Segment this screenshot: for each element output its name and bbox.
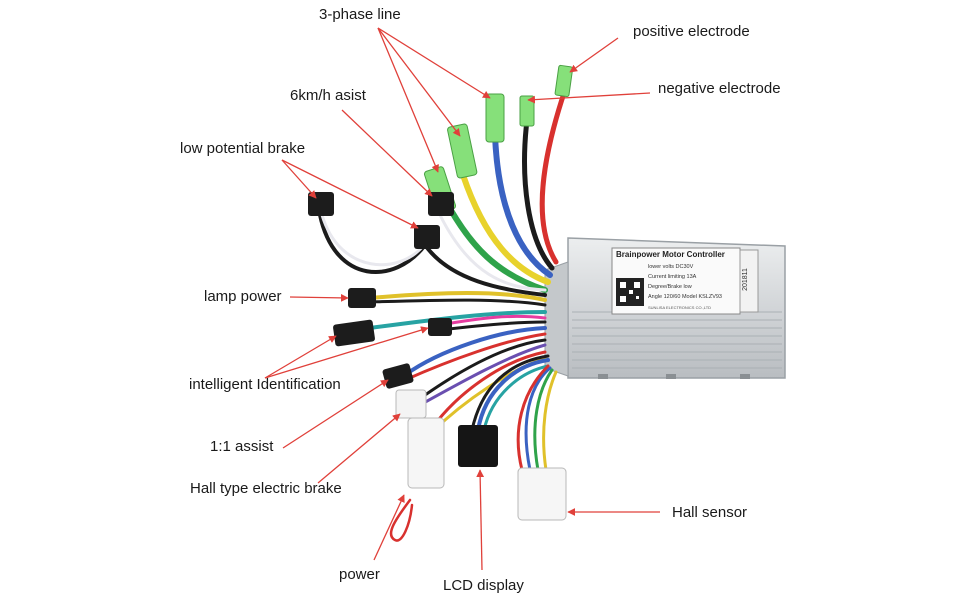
label-hall-sensor: Hall sensor (672, 504, 748, 521)
label-1to1-assist: 1:1 assist (210, 438, 274, 455)
label-hall-type-electric-brake: Hall type electric brake (190, 480, 342, 497)
label-3-phase-line: 3-phase line (319, 6, 401, 23)
label-positive-electrode: positive electrode (633, 23, 750, 40)
label-lcd-display: LCD display (443, 577, 524, 594)
motor-controller (544, 237, 786, 379)
controller-spec-current: Current limiting 13A (648, 274, 697, 280)
controller-spec-volts: lower volts DC30V (648, 264, 694, 270)
wire-bundle (318, 87, 568, 542)
connectors (308, 64, 574, 521)
label-lamp-power: lamp power (204, 288, 282, 305)
controller-serial: 201811 (741, 268, 749, 291)
label-6kmh-assist: 6km/h asist (290, 87, 366, 104)
label-negative-electrode: negative electrode (658, 80, 781, 97)
controller-spec-model: Angle 120/60 Model KSLZV93 (648, 294, 722, 300)
controller-spec-brake: Degree/Brake low (648, 284, 692, 290)
pointer-arrows (264, 27, 660, 571)
label-low-potential-brake: low potential brake (180, 140, 306, 157)
controller-manufacturer: SUNLISA ELECTRONICS CO.,LTD (648, 305, 712, 310)
controller-title: Brainpower Motor Controller (616, 250, 725, 259)
label-power: power (339, 566, 380, 583)
label-intelligent-identification: intelligent Identification (189, 376, 341, 393)
